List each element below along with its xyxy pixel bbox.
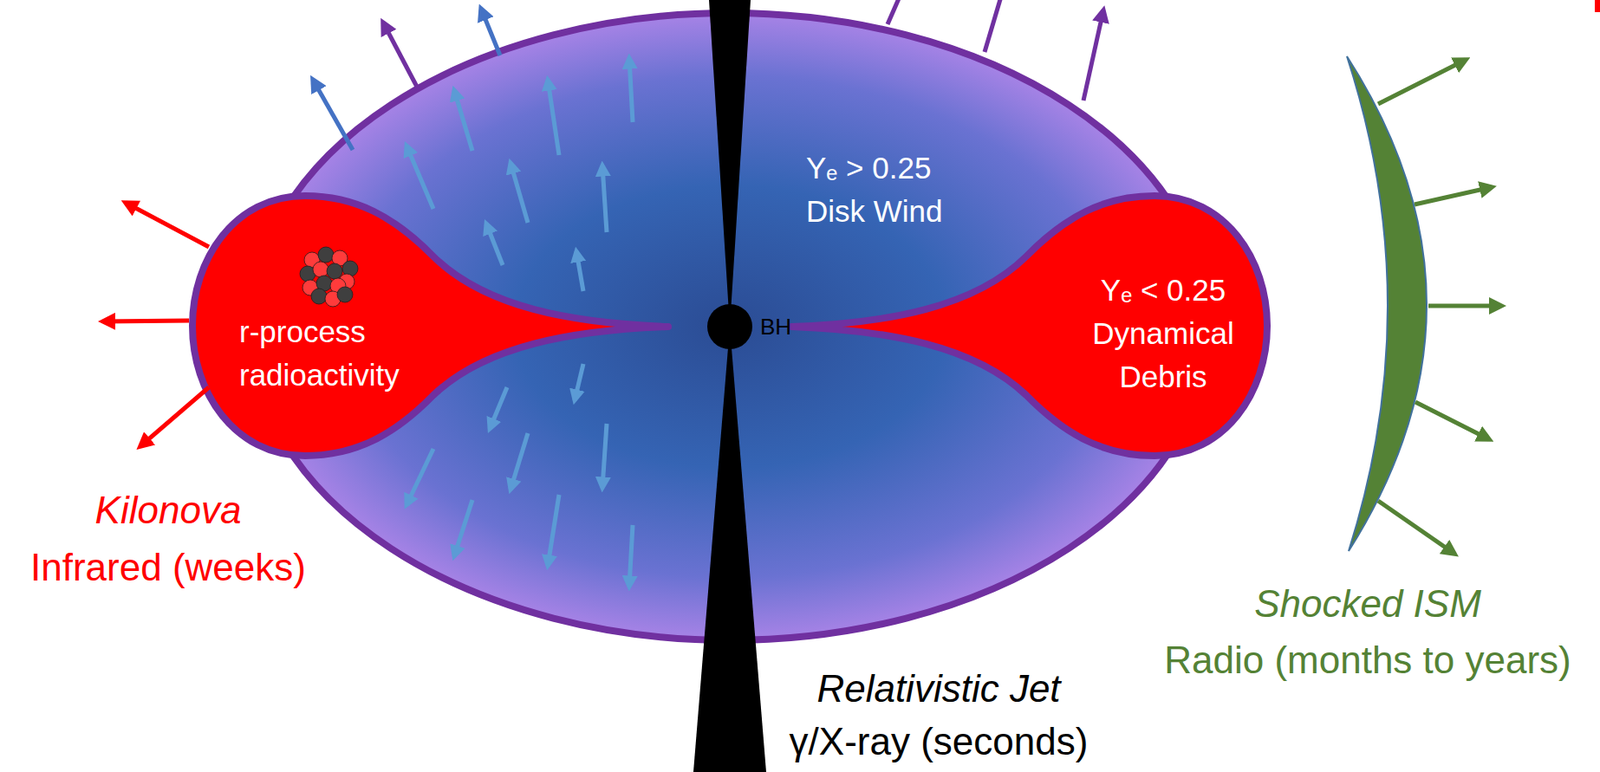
shock-arrow bbox=[1414, 187, 1492, 205]
outflow-arrow bbox=[481, 8, 501, 56]
black-hole bbox=[707, 304, 753, 350]
region-label: Dynamical Debris bbox=[1076, 312, 1250, 399]
nucleon bbox=[318, 247, 334, 263]
outflow-arrow bbox=[312, 79, 353, 150]
shock-arrow bbox=[1378, 500, 1455, 554]
electron-fraction: Yₑ < 0.25 bbox=[1100, 268, 1226, 313]
emission-title: Kilonova bbox=[95, 488, 242, 534]
edge-mark bbox=[1594, 0, 1600, 13]
emission-band: γ/X-ray (seconds) bbox=[789, 720, 1089, 765]
ejecta-lobe bbox=[791, 195, 1268, 456]
shock-arrow bbox=[1428, 304, 1502, 309]
shock-arrow bbox=[1415, 402, 1490, 440]
outflow-arrow bbox=[383, 22, 418, 89]
object-label: BH bbox=[760, 313, 792, 340]
emission-band: Radio (months to years) bbox=[1164, 638, 1572, 683]
emission-title: Shocked ISM bbox=[1254, 582, 1482, 627]
nucleon bbox=[311, 288, 327, 305]
node-outline bbox=[706, 303, 811, 351]
emission-band: Infrared (weeks) bbox=[30, 546, 306, 591]
ejecta-region: r-process radioactivity bbox=[187, 190, 674, 462]
disk-wind: Yₑ > 0.25Disk Windr-process radioactivit… bbox=[247, 9, 1213, 644]
nucleon bbox=[312, 261, 329, 278]
shock-front bbox=[1346, 56, 1427, 552]
region-label: Disk Wind bbox=[806, 189, 944, 234]
emission-arrow bbox=[103, 320, 189, 322]
region-label: r-process radioactivity bbox=[239, 310, 413, 397]
node-outline bbox=[247, 9, 1213, 644]
ejecta-region: Yₑ < 0.25Dynamical Debris bbox=[786, 190, 1273, 462]
shock-arrow bbox=[1378, 59, 1466, 105]
outflow-arrow bbox=[984, 0, 1002, 53]
outflow-arrow bbox=[1083, 10, 1104, 101]
ejecta-lobe bbox=[192, 195, 669, 456]
emission-arrow bbox=[140, 387, 209, 447]
outflow-arrow bbox=[887, 0, 900, 25]
emission-arrow bbox=[125, 202, 209, 248]
black-hole-node: BH bbox=[706, 303, 811, 351]
emission-title: Relativistic Jet bbox=[816, 667, 1061, 712]
nucleon bbox=[337, 286, 353, 303]
nucleon bbox=[326, 263, 343, 280]
electron-fraction: Yₑ > 0.25 bbox=[806, 146, 931, 190]
